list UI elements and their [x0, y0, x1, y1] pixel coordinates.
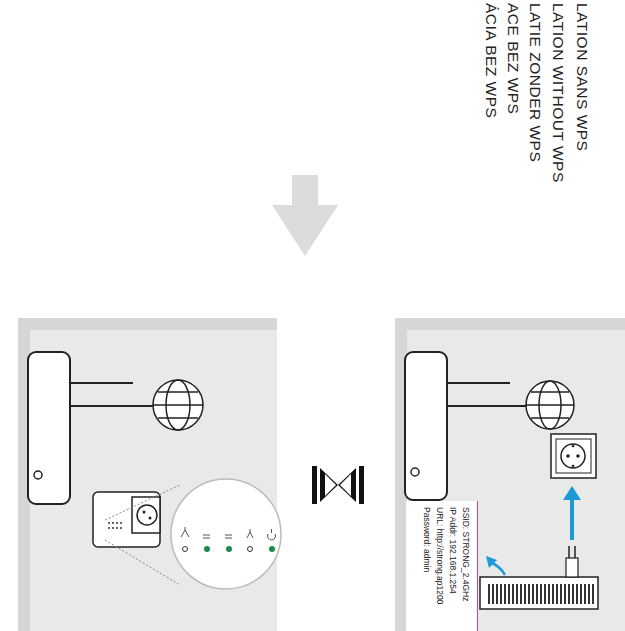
- card-text: Password: admin: [420, 507, 433, 631]
- info-card: SSID: STRONG_2.4GHzIP Addr: 192.168.1.25…: [406, 501, 478, 631]
- card-text: URL: http://strong.ap1200: [433, 507, 446, 631]
- card-text: SSID: STRONG_2.4GHz: [459, 507, 472, 631]
- heading-text: LATION WITHOUT WPS: [551, 3, 567, 183]
- heading-text: LATIE ZONDER WPS: [528, 3, 544, 162]
- card-text: IP Addr: 192.168.1.254: [446, 507, 459, 631]
- heading-text: LATION SANS WPS: [575, 3, 591, 151]
- heading-text: ACE BEZ WPS: [506, 3, 522, 114]
- heading-text: ÁCIA BEZ WPS: [484, 3, 500, 118]
